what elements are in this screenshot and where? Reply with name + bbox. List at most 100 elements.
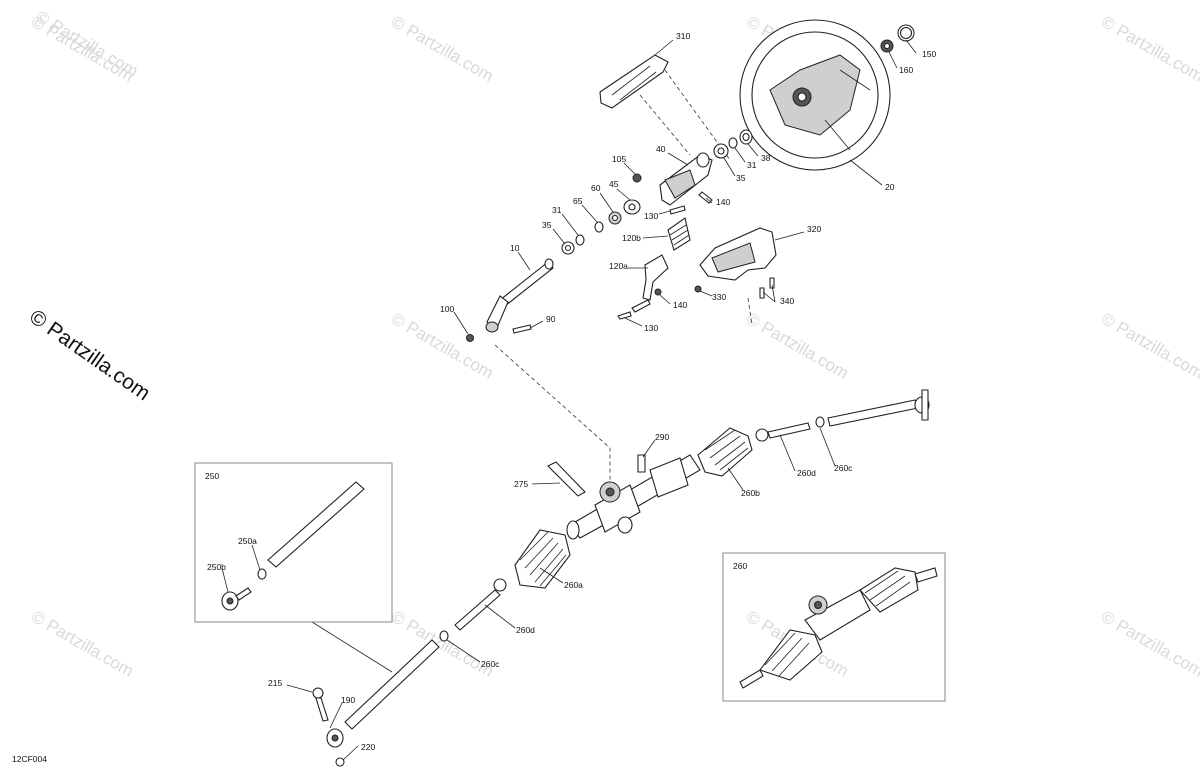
callout-260d-bottom: 260d [516,625,535,635]
tie-rod-250 [267,481,365,568]
cover-310 [599,54,669,109]
guide-line [639,94,691,156]
tie-rod-outer-top [827,389,930,427]
callout-250a: 250a [238,536,257,546]
detail-box-260 [722,552,946,702]
bolt-215 [312,687,329,722]
callout-220: 220 [361,742,375,752]
nut-260c-top [815,416,825,428]
guide-line [494,344,611,480]
callout-35: 35 [736,173,746,183]
callout-260-box: 260 [733,561,747,571]
watermark-layer: © Partzilla.com © Partzilla.com © Partzi… [28,12,1200,681]
callout-31: 31 [747,160,757,170]
partzilla-logo: © Partzilla.com [25,305,154,405]
callout-130a: 130 [644,211,658,221]
callout-330: 330 [712,292,726,302]
callout-20: 20 [885,182,895,192]
watermark: © Partzilla.com [388,309,497,383]
callout-140b: 140 [673,300,687,310]
watermark: © Partzilla.com [28,607,137,681]
callout-35b: 35 [542,220,552,230]
washer-31b [575,234,585,246]
callout-260c-top: 260c [834,463,853,473]
tie-rod-outer-bottom [344,639,440,730]
bolt-140b [654,288,662,296]
ball-joint-190 [326,728,344,748]
cap-150 [897,24,915,42]
nut-260c-bottom [439,630,449,642]
callout-250-box: 250 [205,471,219,481]
callout-100: 100 [440,304,454,314]
nut-105 [632,173,642,183]
bolt-275 [547,461,586,497]
diagram-code: 12CF004 [12,754,47,764]
callout-260d-top: 260d [797,468,816,478]
callout-38: 38 [761,153,771,163]
tie-rod-260d-bottom [454,578,507,631]
callout-labels: 310 150 160 20 38 31 35 40 105 45 60 65 … [205,31,936,752]
screw-340 [759,277,775,299]
bolt-130b [617,311,632,320]
column-40 [659,152,713,206]
callout-320: 320 [807,224,821,234]
watermark: © Partzilla.com [743,309,852,383]
bearing-60 [608,211,622,225]
callout-90: 90 [546,314,556,324]
boot-260a [514,529,571,589]
steering-wheel [739,19,891,171]
tie-rod-260d-top [755,422,811,442]
callout-130b: 130 [644,323,658,333]
nut-160 [880,39,894,53]
callout-60: 60 [591,183,601,193]
callout-120b: 120b [622,233,641,243]
callout-150: 150 [922,49,936,59]
callout-260c-bottom: 260c [481,659,500,669]
callout-260b: 260b [741,488,760,498]
washer-65 [594,221,604,233]
watermark: © Partzilla.com [388,12,497,86]
shaft-120a [631,254,669,313]
shaft-120b [667,217,691,251]
steering-rack [566,454,701,540]
boot-260b [697,427,753,477]
bolt-90 [512,324,532,334]
callout-250b: 250b [207,562,226,572]
watermark: © Partzilla.com [1098,12,1200,86]
nut-250a [257,568,267,580]
clip-330 [694,285,702,293]
bolt-290 [637,454,646,473]
shaft-10 [485,258,554,333]
guide-line [747,297,753,326]
watermark: © Partzilla.com [1098,607,1200,681]
watermark: © Partzilla.com [1098,309,1200,383]
callout-105: 105 [612,154,626,164]
link-line [311,621,393,673]
bolt-130a [669,205,686,215]
callout-140a: 140 [716,197,730,207]
callout-10: 10 [510,243,520,253]
callout-340: 340 [780,296,794,306]
callout-160: 160 [899,65,913,75]
leader-lines [221,39,917,761]
watermark: © Partzilla.com [28,12,137,86]
callout-275: 275 [514,479,528,489]
bushing-45 [623,199,641,215]
callout-45: 45 [609,179,619,189]
nut-100 [466,334,474,342]
bearing-38 [739,129,753,145]
detail-box-250 [194,462,393,623]
callout-260a: 260a [564,580,583,590]
callout-40: 40 [656,144,666,154]
callout-31b: 31 [552,205,562,215]
nut-220 [335,757,345,767]
callout-120a: 120a [609,261,628,271]
bracket-320 [699,227,777,281]
rack-assembly-260 [739,567,938,689]
ball-joint-250b [221,587,252,611]
callout-310: 310 [676,31,690,41]
callout-65: 65 [573,196,583,206]
bushing-35b [561,241,575,255]
bushing-35 [713,143,729,159]
